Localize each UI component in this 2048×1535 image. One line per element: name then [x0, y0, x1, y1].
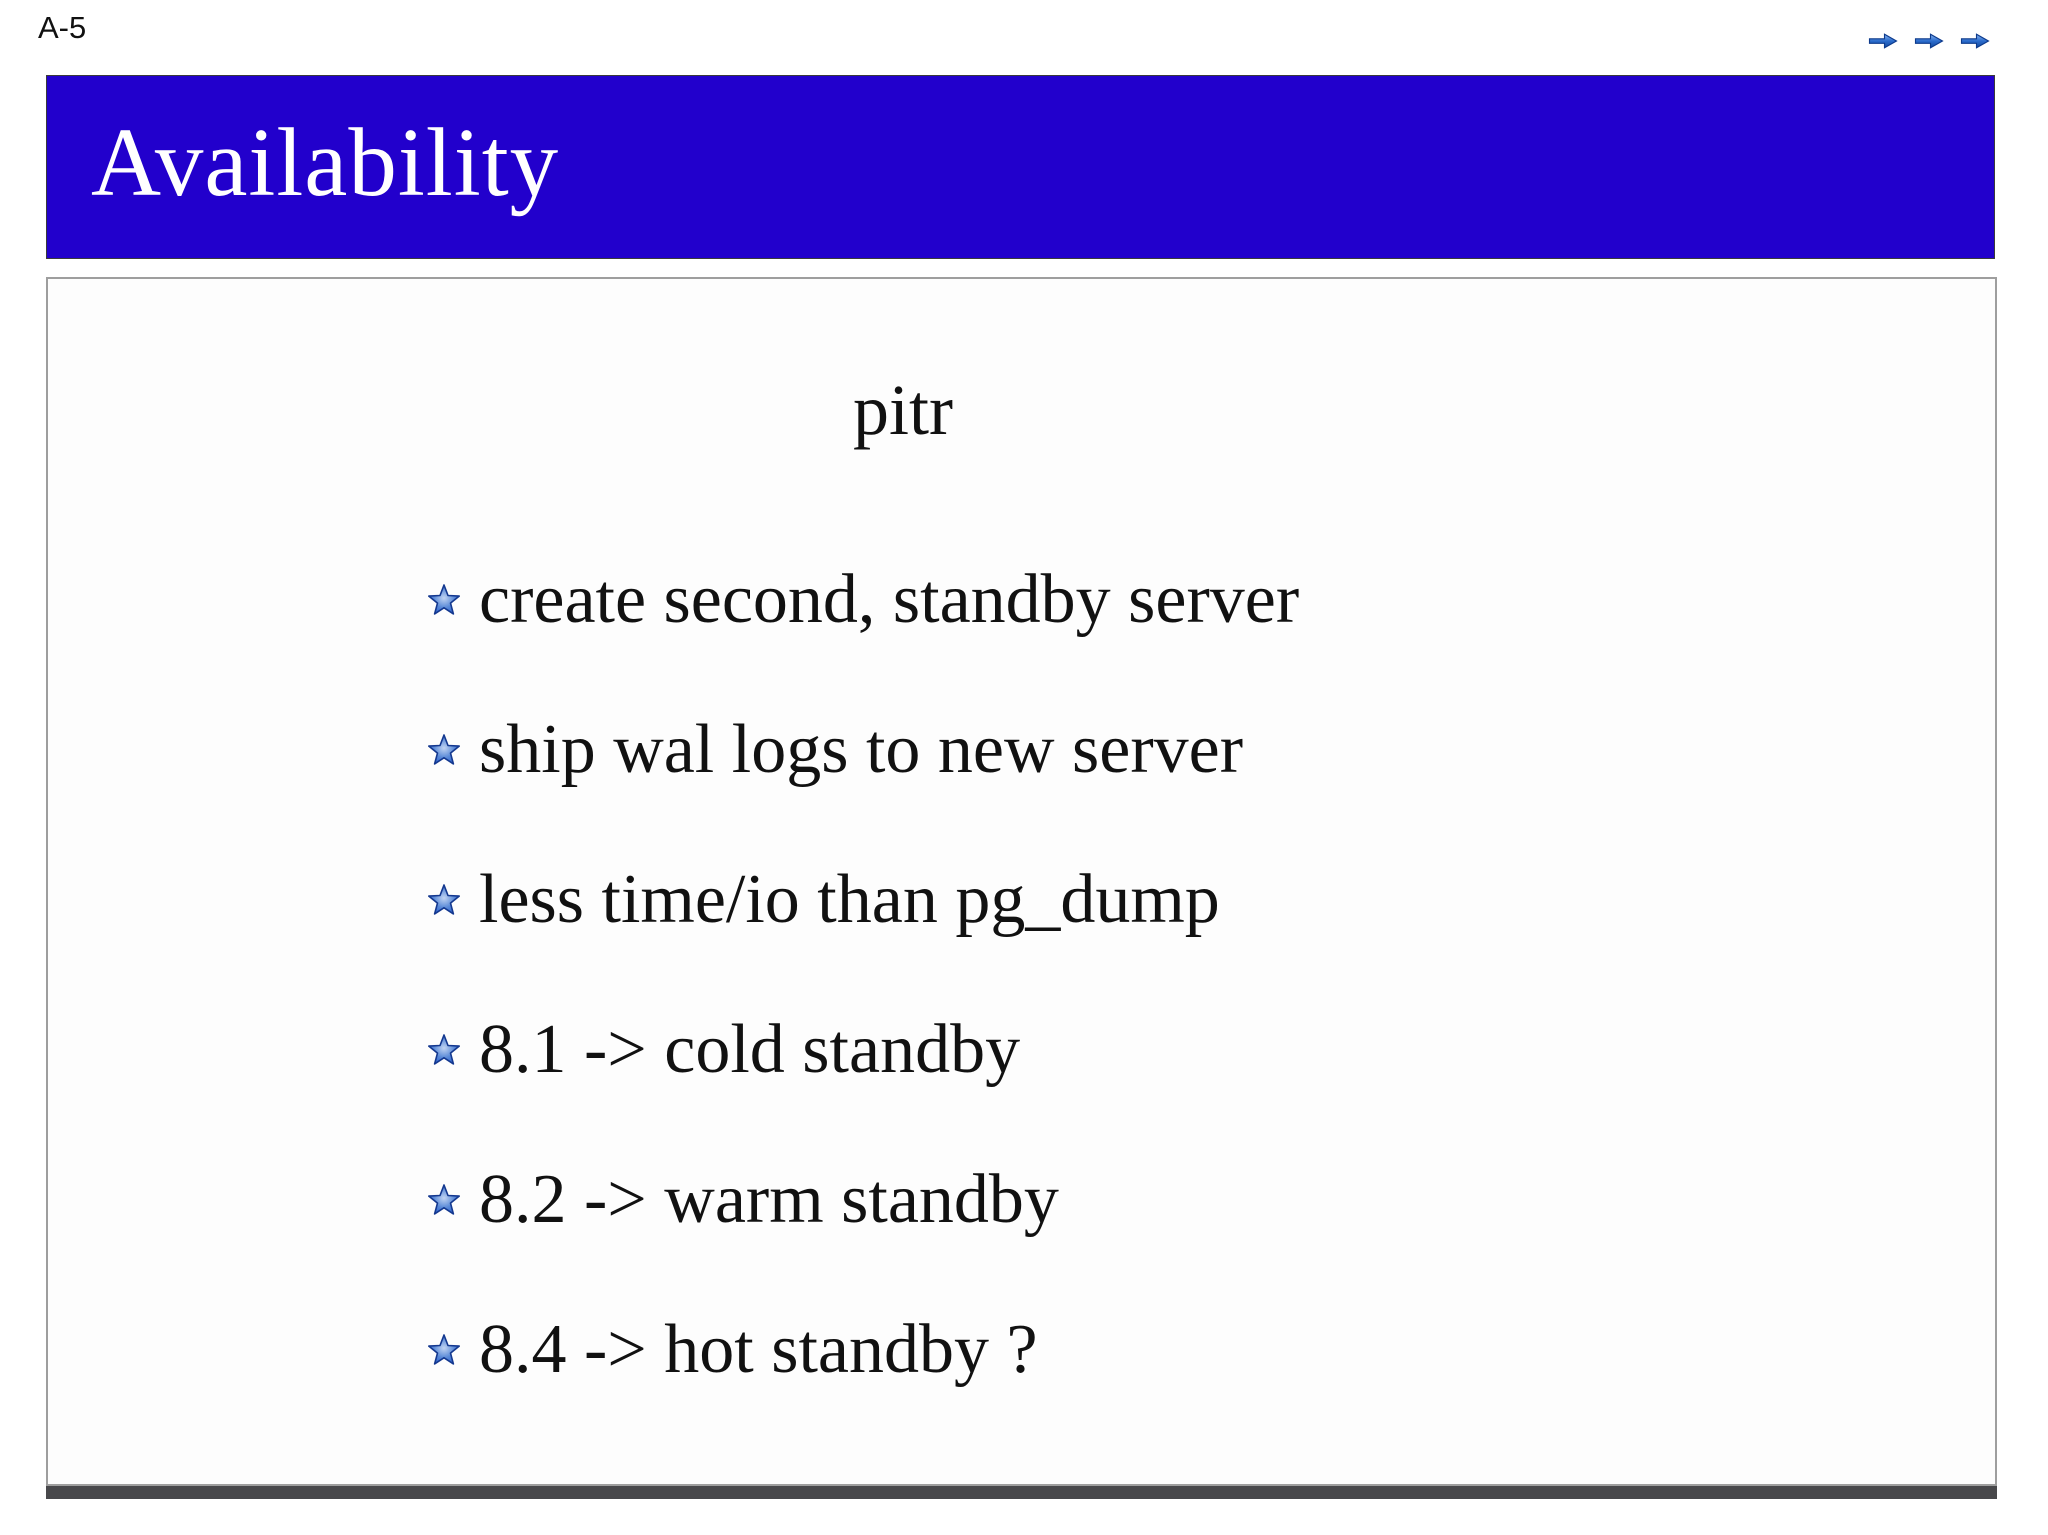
bullet-item: ship wal logs to new server: [427, 675, 1995, 825]
slide-content-box: pitr create second, standby server: [46, 277, 1997, 1486]
nav-arrows: [1868, 30, 1990, 52]
bullet-item: less time/io than pg_dump: [427, 825, 1995, 975]
slide-title: Availability: [91, 108, 560, 216]
star-bullet-icon: [427, 1183, 461, 1215]
bullet-text: 8.2 -> warm standby: [479, 1160, 1059, 1238]
star-bullet-icon: [427, 733, 461, 765]
star-bullet-icon: [427, 1333, 461, 1365]
slide-number-label: A-5: [38, 10, 87, 45]
bullet-item: 8.4 -> hot standby ?: [427, 1275, 1995, 1425]
bullet-text: create second, standby server: [479, 560, 1300, 638]
bullet-list: create second, standby server ship wal l…: [48, 525, 1995, 1425]
bullet-item: create second, standby server: [427, 525, 1995, 675]
star-bullet-icon: [427, 1033, 461, 1065]
bullet-item: 8.2 -> warm standby: [427, 1125, 1995, 1275]
bullet-text: 8.4 -> hot standby ?: [479, 1310, 1038, 1388]
star-bullet-icon: [427, 883, 461, 915]
content-heading: pitr: [853, 370, 953, 450]
slide-title-bar: Availability: [46, 75, 1995, 259]
forward-arrow-icon[interactable]: [1914, 30, 1944, 52]
star-bullet-icon: [427, 583, 461, 615]
bullet-text: ship wal logs to new server: [479, 710, 1244, 788]
forward-arrow-icon[interactable]: [1960, 30, 1990, 52]
bullet-text: less time/io than pg_dump: [479, 860, 1220, 938]
bullet-item: 8.1 -> cold standby: [427, 975, 1995, 1125]
bullet-text: 8.1 -> cold standby: [479, 1010, 1021, 1088]
forward-arrow-icon[interactable]: [1868, 30, 1898, 52]
bottom-shadow-bar: [46, 1486, 1997, 1499]
